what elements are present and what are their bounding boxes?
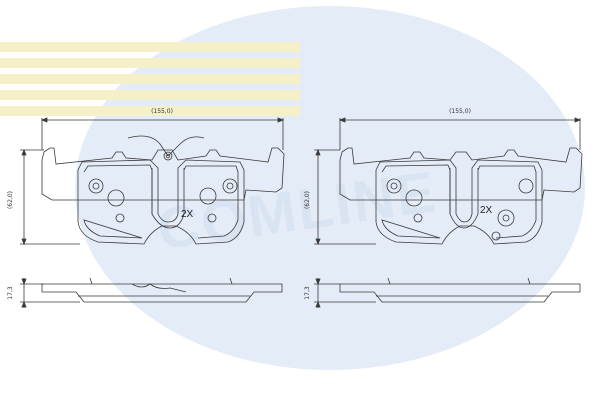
left-side-view-profile — [41, 283, 283, 303]
left-thickness-dimension — [20, 278, 80, 308]
right-pad-drawing: (155,0) (62,0) — [304, 108, 583, 308]
left-quantity-label: 2X — [181, 209, 194, 220]
right-width-dimension — [338, 117, 582, 150]
right-backing-plate — [339, 147, 583, 201]
left-thickness-dimension-label: 17,3 — [7, 286, 14, 300]
left-width-dimension — [40, 117, 285, 150]
left-backing-plate — [41, 147, 285, 201]
right-side-view-profile — [339, 283, 581, 303]
left-height-dimension — [20, 148, 80, 246]
left-side-view-detail — [78, 277, 250, 297]
right-quantity-label: 2X — [480, 205, 493, 216]
right-friction-material — [375, 159, 543, 245]
left-width-dimension-label: (155,0) — [151, 108, 173, 115]
watermark-stripes — [0, 42, 300, 116]
watermark-logo: COMLINE — [0, 6, 585, 370]
right-center-slot — [449, 168, 479, 229]
left-wear-sensor — [127, 135, 205, 161]
right-thickness-dimension — [314, 278, 376, 308]
left-pad-drawing: (155,0) (62,0) — [7, 108, 285, 308]
left-friction-material — [77, 159, 245, 245]
right-width-dimension-label: (155,0) — [449, 108, 471, 115]
right-side-view-detail — [376, 277, 548, 297]
right-height-dimension-label: (62,0) — [304, 191, 311, 209]
left-height-dimension-label: (62,0) — [7, 191, 14, 209]
right-mounting-holes — [386, 178, 534, 241]
right-thickness-dimension-label: 17,3 — [304, 286, 311, 300]
left-center-slot — [151, 168, 185, 229]
left-mounting-holes — [88, 178, 238, 223]
right-height-dimension — [314, 148, 376, 246]
